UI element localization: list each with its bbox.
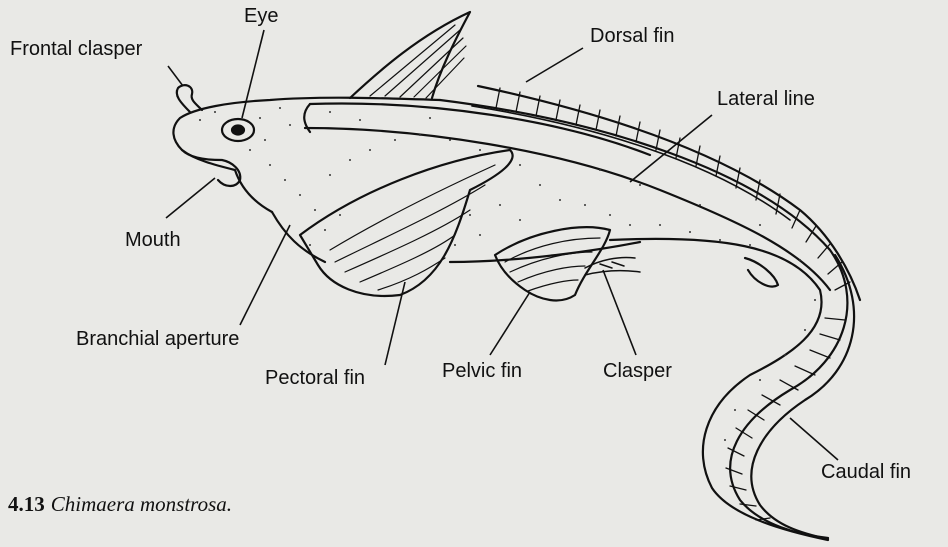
tail-upper-outline [440,100,847,538]
leader-branchial-aperture [240,225,290,325]
leader-dorsal-fin [526,48,583,82]
caption-species: Chimaera monstrosa. [51,492,232,516]
leader-mouth [166,178,215,218]
label-mouth: Mouth [125,230,181,250]
leader-eye [242,30,264,118]
leader-clasper [603,270,636,355]
label-pectoral-fin: Pectoral fin [265,368,365,388]
leader-pelvic-fin [490,292,530,355]
label-frontal-clasper: Frontal clasper [10,39,142,59]
frontal-clasper [177,85,202,112]
label-caudal-fin: Caudal fin [821,462,911,482]
label-pelvic-fin: Pelvic fin [442,361,522,381]
caudal-fin-hatching [726,318,845,520]
clasper-organ [585,257,640,275]
belly-outline [272,212,640,262]
eye-pupil [232,126,244,135]
label-clasper: Clasper [603,361,672,381]
leader-caudal-fin [790,418,838,460]
anal-fin [745,258,778,287]
label-branchial-aperture: Branchial aperture [76,329,239,349]
lateral-line [305,128,830,290]
caption-number: 4.13 [8,492,45,516]
head-outline [173,98,440,212]
label-dorsal-fin: Dorsal fin [590,26,674,46]
label-lateral-line: Lateral line [717,89,815,109]
dorsal-spine-fin [350,12,470,98]
tail-lower-outline [610,239,828,540]
label-eye: Eye [244,6,278,26]
leader-frontal-clasper [168,66,183,86]
